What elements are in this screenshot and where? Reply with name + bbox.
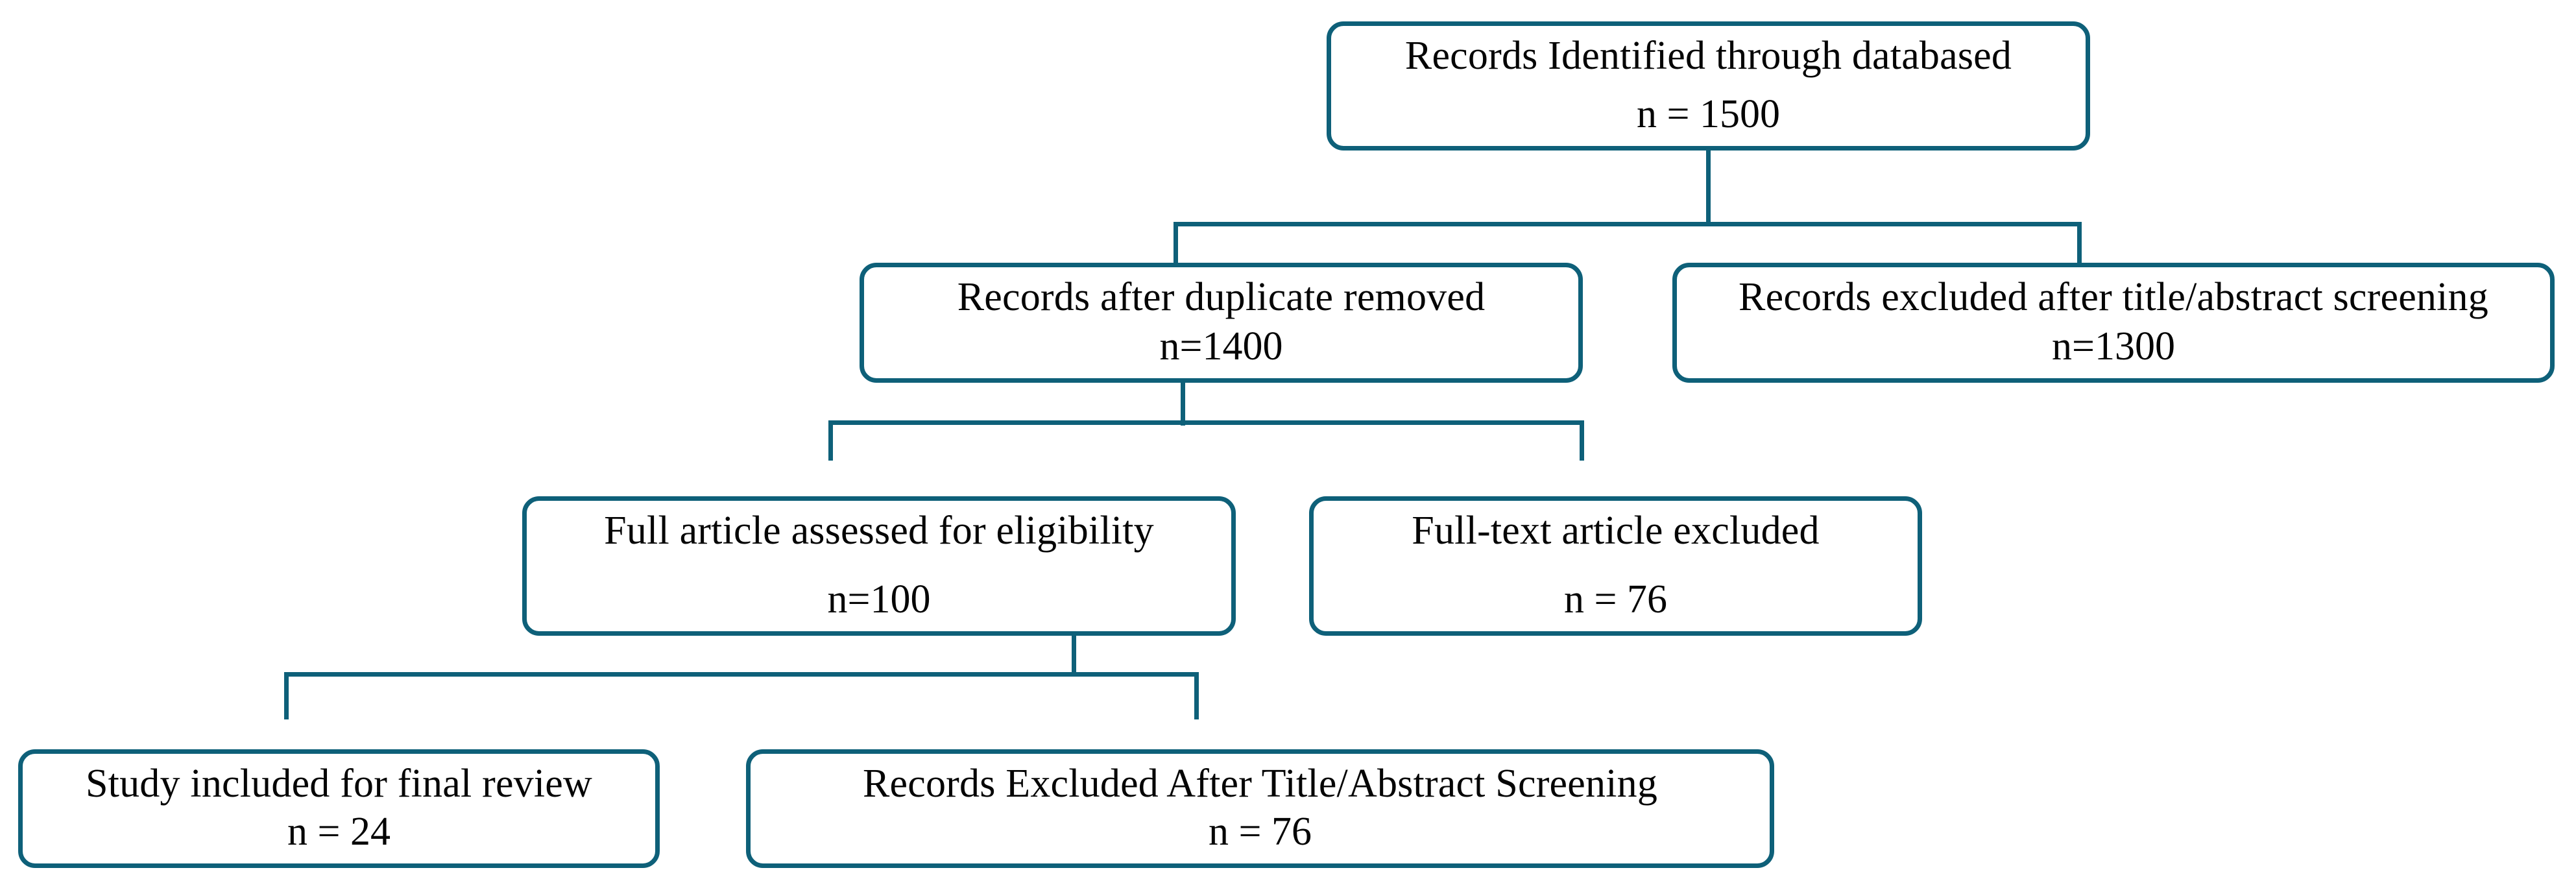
box-records-excluded-screening-title: Records excluded after title/abstract sc… — [1739, 275, 2488, 319]
connector-row3-row4-bar — [284, 672, 1199, 677]
connector-eligibility-stem — [1072, 636, 1076, 676]
box-fulltext-article-excluded-title: Full-text article excluded — [1412, 509, 1820, 553]
box-records-excluded-final[interactable]: Records Excluded After Title/Abstract Sc… — [746, 749, 1774, 868]
box-records-excluded-final-title: Records Excluded After Title/Abstract Sc… — [862, 762, 1658, 806]
box-fulltext-article-excluded-count: n = 76 — [1564, 577, 1667, 621]
box-records-excluded-screening[interactable]: Records excluded after title/abstract sc… — [1672, 263, 2555, 383]
box-full-article-eligibility-count: n=100 — [827, 577, 931, 621]
box-study-included-final-review[interactable]: Study included for final review n = 24 — [18, 749, 660, 868]
connector-row2-row3-left-leg — [828, 420, 833, 461]
box-full-article-eligibility[interactable]: Full article assessed for eligibility n=… — [522, 496, 1236, 636]
connector-row2-row3-right-leg — [1580, 420, 1584, 461]
box-records-excluded-screening-count: n=1300 — [2052, 324, 2175, 368]
box-records-identified-title: Records Identified through databased — [1404, 34, 2012, 78]
connector-row2-row3-bar — [828, 420, 1584, 425]
box-study-included-final-review-title: Study included for final review — [86, 762, 592, 806]
box-full-article-eligibility-title: Full article assessed for eligibility — [604, 509, 1154, 553]
box-records-identified-count: n = 1500 — [1637, 91, 1780, 136]
connector-row3-row4-right-leg — [1194, 672, 1199, 719]
box-fulltext-article-excluded[interactable]: Full-text article excluded n = 76 — [1309, 496, 1922, 636]
box-study-included-final-review-count: n = 24 — [287, 809, 391, 854]
connector-row1-row2-bar — [1174, 222, 2082, 226]
connector-row1-row2-right-leg — [2077, 222, 2082, 265]
box-records-after-duplicates-title: Records after duplicate removed — [957, 275, 1486, 319]
box-records-excluded-final-count: n = 76 — [1209, 809, 1312, 854]
box-records-after-duplicates[interactable]: Records after duplicate removed n=1400 — [860, 263, 1583, 383]
connector-after-duplicates-stem — [1181, 383, 1185, 426]
connector-row3-row4-left-leg — [284, 672, 289, 719]
connector-identified-stem — [1706, 151, 1711, 226]
box-records-identified[interactable]: Records Identified through databased n =… — [1327, 21, 2090, 151]
box-records-after-duplicates-count: n=1400 — [1159, 324, 1283, 368]
connector-row1-row2-left-leg — [1174, 222, 1178, 265]
